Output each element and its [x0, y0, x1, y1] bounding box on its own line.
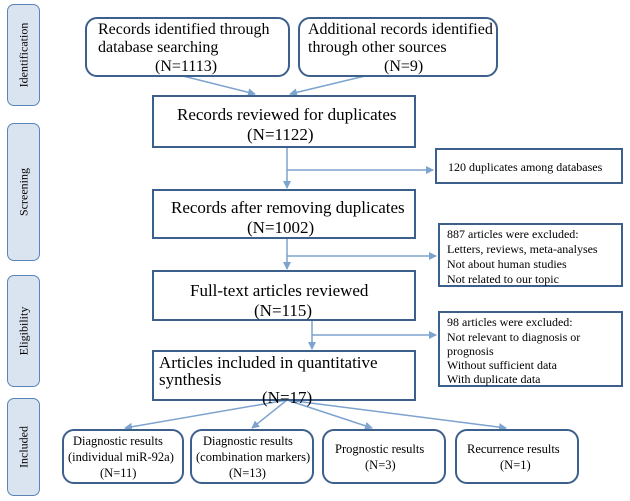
fulltext-count: (N=115)	[254, 301, 313, 320]
outcome-count: (N=13)	[229, 466, 266, 480]
duplicates-excluded-label: 120 duplicates among databases	[448, 160, 603, 174]
outcome-line2: (combination markers)	[196, 450, 311, 464]
excluded-98-reason: With duplicate data	[447, 372, 541, 386]
records-reviewed-label: Records reviewed for duplicates	[177, 105, 397, 124]
outcome-line1: Diagnostic results	[203, 434, 293, 448]
excluded-887-reason: Letters, reviews, meta-analyses	[447, 242, 598, 256]
outcome-prognostic: Prognostic results (N=3)	[322, 429, 446, 484]
stage-screening: Screening	[7, 123, 40, 261]
records-reviewed-duplicates-box: Records reviewed for duplicates (N=1122)	[152, 95, 416, 148]
excluded-98-reason: Without sufficient data	[447, 358, 557, 372]
fulltext-label: Full-text articles reviewed	[190, 281, 369, 300]
outcome-line2: (N=3)	[365, 458, 396, 472]
excluded-98-reason: prognosis	[447, 344, 494, 358]
excluded-887-title: 887 articles were excluded:	[447, 227, 579, 241]
outcome-line1: Prognostic results	[335, 442, 425, 456]
excluded-98-reason: Not relevant to diagnosis or	[447, 330, 581, 344]
arrow-to-outcome-4	[286, 399, 507, 432]
stage-included: Included	[7, 398, 40, 496]
stage-identification: Identification	[7, 4, 40, 106]
arrow-to-outcome-3	[286, 399, 373, 430]
excluded-98-box: 98 articles were excluded: Not relevant …	[438, 311, 623, 387]
stage-label: Included	[16, 426, 30, 468]
excluded-98-title: 98 articles were excluded:	[447, 315, 573, 329]
excluded-887-reason: Not about human studies	[447, 257, 567, 271]
records-database-line1: Records identified through	[98, 21, 270, 38]
records-database-count: (N=1113)	[155, 58, 218, 75]
included-quant-line1: Articles included in quantitative	[159, 353, 378, 372]
records-after-label: Records after removing duplicates	[171, 198, 405, 217]
arrow-to-outcome-1	[124, 399, 288, 431]
stage-eligibility: Eligibility	[7, 275, 40, 387]
arrow-other-to-review	[289, 75, 366, 97]
outcome-line2: (N=1)	[500, 458, 531, 472]
records-database-line2: database searching	[98, 39, 219, 56]
records-other-line2: through other sources	[308, 39, 447, 56]
duplicates-excluded-box: 120 duplicates among databases	[435, 148, 623, 184]
outcome-diagnostic-individual: Diagnostic results (individual miR-92a) …	[62, 429, 184, 484]
fulltext-reviewed-box: Full-text articles reviewed (N=115)	[152, 270, 416, 321]
records-other-line1: Additional records identified	[308, 21, 493, 38]
outcome-line1: Recurrence results	[467, 442, 560, 456]
stage-label: Screening	[16, 168, 30, 216]
outcome-line1: Diagnostic results	[73, 434, 163, 448]
included-quant-count: (N=17)	[262, 388, 313, 407]
outcome-count: (N=11)	[100, 466, 137, 480]
included-quant-line2: synthesis	[159, 370, 222, 389]
excluded-887-box: 887 articles were excluded: Letters, rev…	[438, 223, 623, 287]
stage-label: Identification	[16, 22, 30, 88]
outcome-diagnostic-combination: Diagnostic results (combination markers)…	[190, 429, 314, 484]
excluded-887-reason: Not related to our topic	[447, 272, 559, 286]
stage-label: Eligibility	[16, 306, 30, 356]
included-quantitative-box: Articles included in quantitative synthe…	[152, 350, 416, 406]
records-database-box: Records identified through database sear…	[85, 17, 290, 77]
outcome-recurrence: Recurrence results (N=1)	[455, 429, 579, 484]
records-other-count: (N=9)	[384, 58, 424, 75]
records-other-box: Additional records identified through ot…	[298, 17, 498, 77]
arrow-db-to-review	[182, 75, 256, 97]
outcome-line2: (individual miR-92a)	[68, 450, 174, 464]
records-after-duplicates-box: Records after removing duplicates (N=100…	[152, 189, 416, 239]
records-after-count: (N=1002)	[247, 218, 315, 237]
arrow-to-outcome-2	[251, 399, 288, 429]
records-reviewed-count: (N=1122)	[247, 125, 314, 144]
